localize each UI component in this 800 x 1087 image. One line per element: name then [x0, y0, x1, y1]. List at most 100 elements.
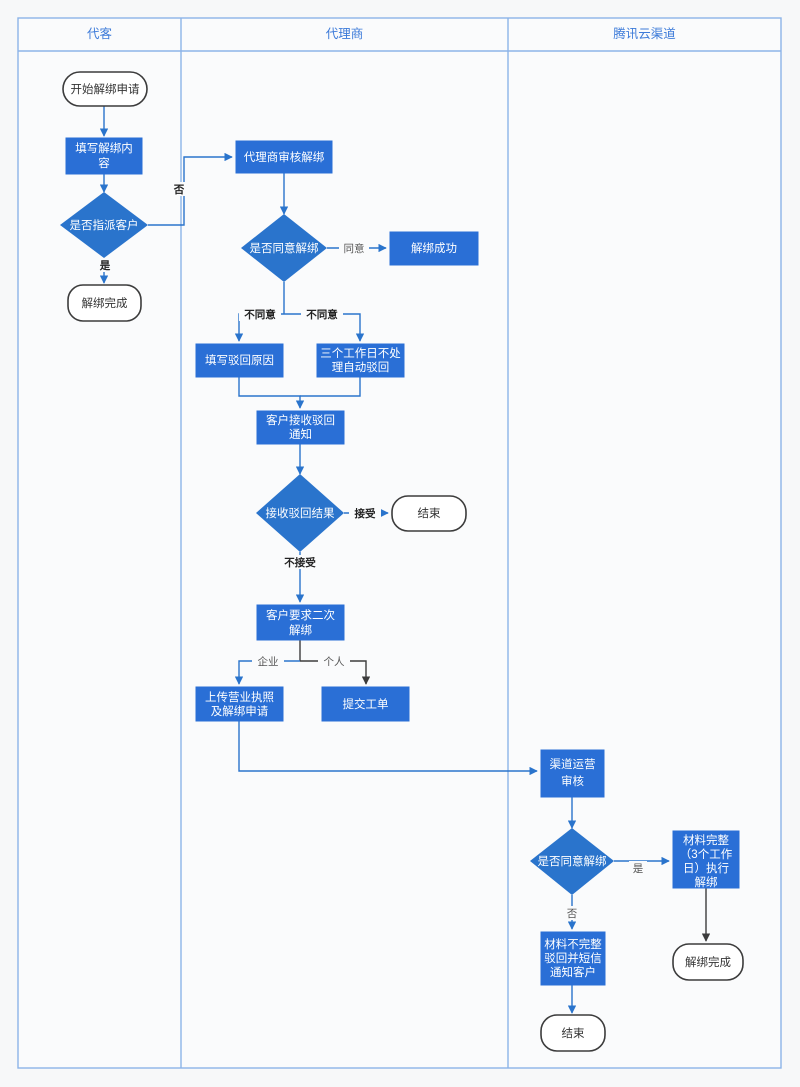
- node-fill-unbind-label-2: 容: [98, 156, 110, 170]
- node-material-complete-label-3: 日）执行: [683, 861, 729, 875]
- node-start-label: 开始解绑申请: [71, 82, 140, 96]
- node-unbind-success-shape: [389, 231, 479, 266]
- label-bg-channel-yes: [629, 861, 647, 875]
- node-accept-reject-result-shape: [256, 474, 344, 552]
- label-bg-result-accept: [349, 506, 381, 520]
- node-material-complete-shape: [672, 830, 740, 889]
- node-second-unbind-request-shape: [256, 604, 345, 641]
- node-agent-agree[interactable]: 是否同意解绑: [241, 214, 327, 282]
- node-agent-review[interactable]: 代理商审核解绑: [235, 140, 333, 174]
- node-auto-reject[interactable]: 三个工作日不处 理自动驳回: [316, 343, 405, 378]
- node-start-shape: [62, 71, 148, 107]
- node-agent-agree-label: 是否同意解绑: [250, 241, 319, 255]
- node-second-unbind-request-label-2: 解绑: [289, 623, 312, 637]
- node-assign-customer[interactable]: 是否指派客户: [60, 192, 148, 258]
- node-accept-reject-result[interactable]: 接收驳回结果: [256, 474, 344, 552]
- node-fill-reject-reason-shape: [195, 343, 284, 378]
- node-material-complete[interactable]: 材料完整 （3个工作 日）执行 解绑: [672, 830, 740, 889]
- node-unbind-done-2-label: 解绑完成: [685, 955, 731, 969]
- edge-reject-reason-to-notice: [238, 377, 305, 409]
- edge-label-agree-no-left: 不同意: [244, 308, 276, 321]
- node-end-1-label: 结束: [418, 507, 441, 520]
- lane-headers: 代客 代理商 腾讯云渠道: [87, 26, 676, 41]
- swimlane-outer-border: [17, 17, 782, 1069]
- label-bg-assign-no: [170, 182, 188, 196]
- node-auto-reject-label-2: 理自动驳回: [332, 361, 390, 374]
- label-bg-branch-personal: [318, 654, 350, 668]
- label-bg-branch-company: [252, 654, 284, 668]
- lane-header-agent: 代理商: [326, 26, 364, 41]
- node-end-1[interactable]: 结束: [391, 495, 467, 532]
- node-customer-receive-reject-shape: [256, 410, 345, 445]
- node-agent-agree-shape: [241, 214, 327, 282]
- node-unbind-done-2[interactable]: 解绑完成: [672, 943, 744, 981]
- node-unbind-done-1[interactable]: 解绑完成: [67, 284, 142, 322]
- node-unbind-success-label: 解绑成功: [411, 241, 457, 255]
- node-material-incomplete[interactable]: 材料不完整 驳回并短信 通知客户: [540, 931, 606, 986]
- node-upload-license-label-1: 上传营业执照: [205, 690, 274, 704]
- node-channel-ops-review-label-2: 审核: [561, 774, 584, 788]
- label-bg-agree-yes: [339, 241, 369, 255]
- node-end-2[interactable]: 结束: [540, 1014, 606, 1052]
- node-material-incomplete-label-2: 驳回并短信: [544, 951, 602, 965]
- node-channel-ops-review-label-1: 渠道运营: [550, 757, 596, 771]
- node-unbind-done-2-shape: [672, 943, 744, 981]
- node-material-incomplete-shape: [540, 931, 606, 986]
- node-accept-reject-result-label: 接收驳回结果: [266, 506, 335, 520]
- node-second-unbind-request-label-1: 客户要求二次: [266, 608, 335, 622]
- node-start[interactable]: 开始解绑申请: [62, 71, 148, 107]
- node-material-incomplete-label-3: 通知客户: [550, 965, 596, 979]
- node-material-complete-label-2: （3个工作: [680, 848, 733, 861]
- node-material-complete-label-1: 材料完整: [683, 833, 729, 847]
- node-submit-ticket-label: 提交工单: [343, 697, 389, 711]
- label-bg-channel-no: [563, 906, 581, 920]
- node-unbind-done-1-label: 解绑完成: [82, 296, 128, 310]
- node-customer-receive-reject-label-2: 通知: [289, 427, 312, 441]
- label-bg-assign-yes: [96, 258, 114, 272]
- node-agent-review-label: 代理商审核解绑: [244, 150, 325, 164]
- node-upload-license-label-2: 及解绑申请: [211, 704, 269, 718]
- label-bg-agree-no-right: [301, 307, 343, 321]
- node-fill-reject-reason-label: 填写驳回原因: [205, 353, 274, 367]
- node-channel-ops-review[interactable]: 渠道运营 审核: [540, 749, 605, 798]
- edge-label-channel-no: 否: [567, 908, 578, 920]
- node-channel-ops-review-shape: [540, 749, 605, 798]
- node-upload-license[interactable]: 上传营业执照 及解绑申请: [195, 686, 284, 722]
- edge-auto-reject-to-notice: [300, 377, 361, 397]
- edge-label-result-accept: 接受: [355, 507, 376, 520]
- node-fill-unbind-label-1: 填写解绑内: [75, 141, 133, 155]
- swimlane-frame: [17, 17, 782, 1069]
- label-bg-agree-no-left: [239, 307, 281, 321]
- edge-label-assign-yes: 是: [99, 260, 111, 272]
- edge-labels-layer: 否 是 同意 不同意 不同意 接受 不接受 企业 个人 是 否: [96, 182, 647, 920]
- node-auto-reject-shape: [316, 343, 405, 378]
- node-end-2-shape: [540, 1014, 606, 1052]
- node-submit-ticket[interactable]: 提交工单: [321, 686, 410, 722]
- node-channel-agree[interactable]: 是否同意解绑: [530, 828, 614, 895]
- node-auto-reject-label-1: 三个工作日不处: [320, 347, 401, 360]
- edge-label-branch-company: 企业: [258, 655, 279, 668]
- edge-label-assign-no: 否: [173, 184, 185, 196]
- lane-header-customer: 代客: [87, 26, 113, 41]
- label-bg-result-not-accept: [278, 555, 322, 569]
- node-assign-customer-label: 是否指派客户: [70, 218, 139, 232]
- node-fill-unbind-shape: [65, 137, 143, 175]
- node-fill-reject-reason[interactable]: 填写驳回原因: [195, 343, 284, 378]
- lane-header-tencent: 腾讯云渠道: [613, 26, 676, 41]
- edge-label-agree-yes: 同意: [344, 242, 365, 255]
- node-end-2-label: 结束: [562, 1027, 585, 1040]
- node-channel-agree-shape: [530, 828, 614, 895]
- edge-label-agree-no-right: 不同意: [306, 308, 338, 321]
- node-unbind-done-1-shape: [67, 284, 142, 322]
- node-material-complete-label-4: 解绑: [695, 875, 718, 889]
- node-customer-receive-reject[interactable]: 客户接收驳回 通知: [256, 410, 345, 445]
- node-material-incomplete-label-1: 材料不完整: [544, 937, 602, 951]
- node-second-unbind-request[interactable]: 客户要求二次 解绑: [256, 604, 345, 641]
- edge-label-channel-yes: 是: [633, 863, 644, 875]
- edge-label-branch-personal: 个人: [324, 656, 345, 668]
- node-unbind-success[interactable]: 解绑成功: [389, 231, 479, 266]
- edge-upload-to-channel-review: [238, 721, 538, 776]
- node-fill-unbind[interactable]: 填写解绑内 容: [65, 137, 143, 175]
